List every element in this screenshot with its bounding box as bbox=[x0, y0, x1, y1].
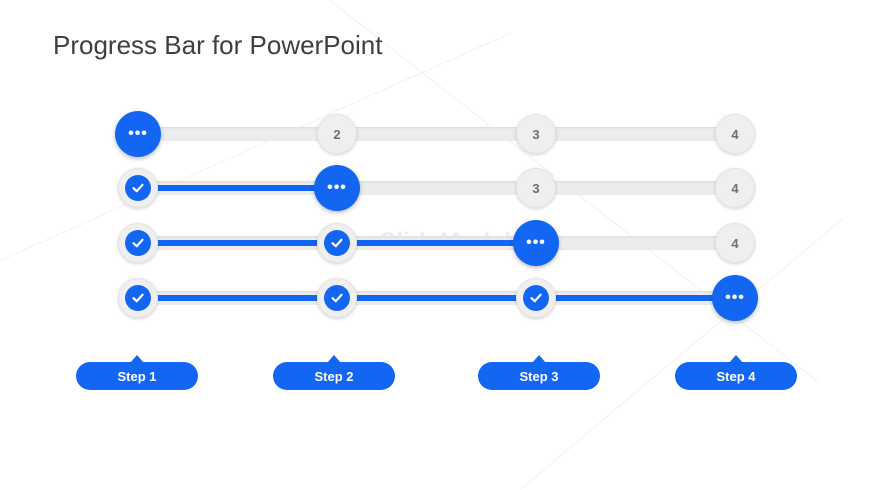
step-label-1: Step 1 bbox=[76, 355, 198, 390]
step-number: 3 bbox=[532, 180, 540, 196]
completed-step-node bbox=[118, 278, 158, 318]
progress-fill bbox=[138, 185, 337, 191]
completed-step-node bbox=[317, 223, 357, 263]
completed-step-node bbox=[317, 278, 357, 318]
completed-step-node bbox=[118, 223, 158, 263]
step-number: 4 bbox=[731, 180, 739, 196]
completed-step-node bbox=[516, 278, 556, 318]
pending-step-node: 3 bbox=[516, 114, 556, 154]
progress-track bbox=[120, 127, 755, 141]
check-icon bbox=[125, 230, 151, 256]
pending-step-node: 4 bbox=[715, 114, 755, 154]
progress-fill bbox=[138, 295, 735, 301]
more-dots-icon: ••• bbox=[526, 234, 546, 251]
check-icon bbox=[324, 230, 350, 256]
completed-step-node bbox=[118, 168, 158, 208]
pending-step-node: 2 bbox=[317, 114, 357, 154]
pending-step-node: 3 bbox=[516, 168, 556, 208]
progress-track bbox=[120, 181, 755, 195]
progress-row-3: ••• 4 bbox=[0, 219, 870, 269]
pending-step-node: 4 bbox=[715, 168, 755, 208]
current-step-node: ••• bbox=[513, 220, 559, 266]
check-icon bbox=[125, 285, 151, 311]
check-icon bbox=[324, 285, 350, 311]
slide-title: Progress Bar for PowerPoint bbox=[53, 30, 383, 60]
step-number: 3 bbox=[532, 126, 540, 142]
step-label-3: Step 3 bbox=[478, 355, 600, 390]
current-step-node: ••• bbox=[115, 111, 161, 157]
step-number: 2 bbox=[333, 126, 341, 142]
more-dots-icon: ••• bbox=[327, 179, 347, 196]
pending-step-node: 4 bbox=[715, 223, 755, 263]
progress-row-4: ••• bbox=[0, 274, 870, 324]
more-dots-icon: ••• bbox=[128, 125, 148, 142]
more-dots-icon: ••• bbox=[725, 289, 745, 306]
current-step-node: ••• bbox=[712, 275, 758, 321]
check-icon bbox=[125, 175, 151, 201]
step-number: 4 bbox=[731, 126, 739, 142]
progress-row-1: ••• 2 3 4 bbox=[0, 110, 870, 160]
check-icon bbox=[523, 285, 549, 311]
step-label-4: Step 4 bbox=[675, 355, 797, 390]
step-number: 4 bbox=[731, 235, 739, 251]
progress-row-2: ••• 3 4 bbox=[0, 164, 870, 214]
current-step-node: ••• bbox=[314, 165, 360, 211]
step-label-2: Step 2 bbox=[273, 355, 395, 390]
